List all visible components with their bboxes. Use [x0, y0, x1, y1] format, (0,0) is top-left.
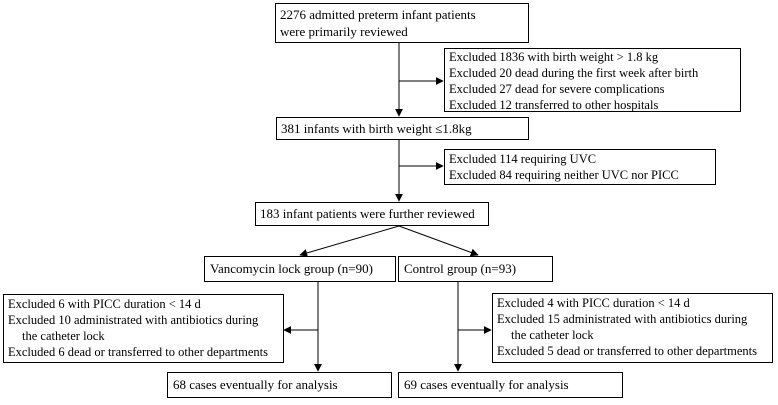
exclusion1-box: Excluded 1836 with birth weight > 1.8 kg… [444, 48, 741, 112]
control-final-box: 69 cases eventually for analysis [398, 372, 623, 398]
box-text: Excluded 12 transferred to other hospita… [449, 98, 659, 112]
box-text: Excluded 4 with PICC duration < 14 d [497, 296, 690, 310]
vancomycin-group-box: Vancomycin lock group (n=90) [204, 256, 396, 282]
box-text: 183 infant patients were further reviewe… [260, 206, 475, 221]
box-text: Excluded 6 dead or transferred to other … [8, 345, 268, 359]
box-text: the catheter lock [22, 329, 105, 343]
vancomycin-exclusion-box: Excluded 6 with PICC duration < 14 d Exc… [3, 294, 284, 363]
box-text: were primarily reviewed [280, 24, 408, 39]
infants-381-box: 381 infants with birth weight ≤1.8kg [276, 117, 529, 140]
box-text: Excluded 5 dead or transferred to other … [497, 344, 757, 358]
box-text: the catheter lock [511, 328, 594, 342]
box-text: Control group (n=93) [404, 261, 517, 276]
box-text: Excluded 6 with PICC duration < 14 d [8, 297, 201, 311]
box-text: Excluded 1836 with birth weight > 1.8 kg [449, 50, 659, 64]
box-text: Excluded 20 dead during the first week a… [449, 66, 699, 80]
box-text: Excluded 114 requiring UVC [449, 152, 597, 166]
box-text: 2276 admitted preterm infant patients [280, 7, 476, 22]
arrow-to-control-group [398, 225, 479, 257]
box-text: Excluded 15 administrated with antibioti… [497, 312, 748, 326]
control-group-box: Control group (n=93) [398, 256, 553, 282]
box-text: Excluded 27 dead for severe complication… [449, 82, 665, 96]
box-text: 381 infants with birth weight ≤1.8kg [281, 121, 472, 136]
further-reviewed-box: 183 infant patients were further reviewe… [255, 202, 489, 226]
box-text: 68 cases eventually for analysis [173, 377, 338, 392]
box-text: Vancomycin lock group (n=90) [210, 261, 373, 276]
box-text: Excluded 84 requiring neither UVC nor PI… [449, 168, 679, 182]
admitted-box: 2276 admitted preterm infant patients we… [275, 3, 529, 43]
arrow-to-vanco-group [299, 225, 400, 257]
exclusion2-box: Excluded 114 requiring UVC Excluded 84 r… [444, 149, 716, 185]
control-exclusion-box: Excluded 4 with PICC duration < 14 d Exc… [492, 293, 773, 363]
vancomycin-final-box: 68 cases eventually for analysis [167, 372, 392, 398]
box-text: Excluded 10 administrated with antibioti… [8, 313, 259, 327]
box-text: 69 cases eventually for analysis [404, 377, 569, 392]
